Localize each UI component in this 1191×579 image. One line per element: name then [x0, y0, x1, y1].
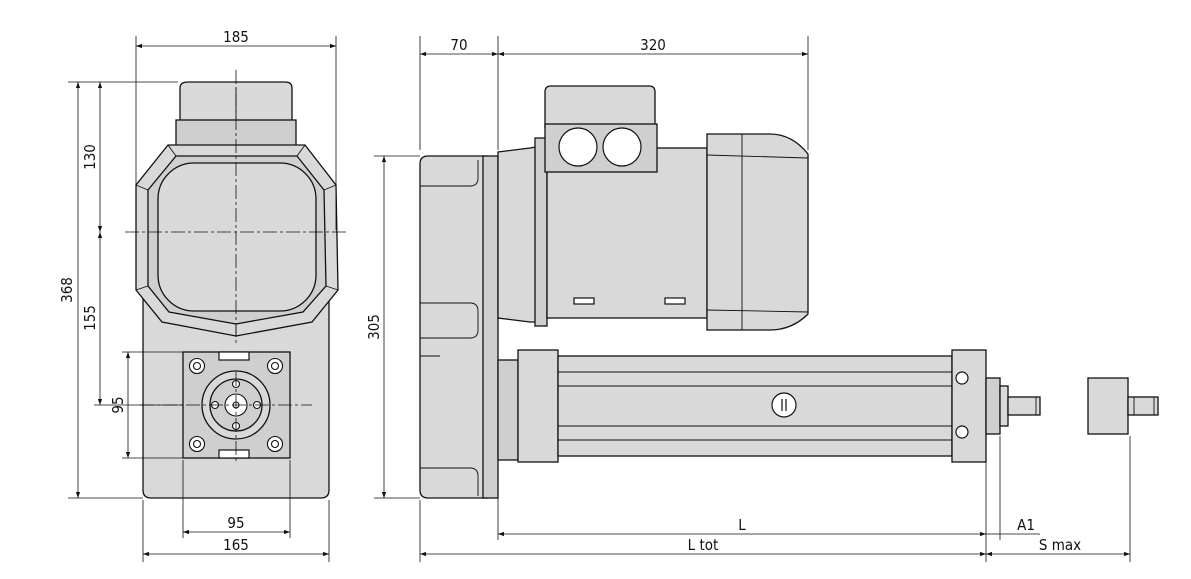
dim-max-stroke: S max [1039, 536, 1081, 554]
side-fan-cover [706, 133, 809, 331]
side-terminal-box [544, 85, 656, 129]
side-cable-gland [558, 127, 598, 167]
side-motor-stator [546, 147, 708, 319]
side-cable-gland [602, 127, 642, 167]
front-view [125, 70, 348, 499]
dim-height-middle: 155 [81, 305, 99, 331]
front-flange-key-bottom [218, 449, 250, 459]
side-gearbox [419, 155, 488, 499]
front-motor-face [157, 162, 317, 312]
dimension-lines [68, 36, 1131, 562]
side-actuator-head [517, 349, 559, 463]
dim-stroke-length: L [738, 516, 746, 534]
side-end-cap [951, 349, 987, 463]
dim-rod-offset: A1 [1017, 516, 1035, 534]
dim-side-height: 305 [365, 314, 383, 340]
dim-gear-depth: 70 [450, 36, 467, 54]
dimension-labels: 185 165 95 368 130 155 95 70 320 305 L L… [58, 28, 1081, 554]
dim-height-total: 368 [58, 277, 76, 303]
dim-flange-width: 95 [227, 514, 244, 532]
dim-total-length: L tot [688, 536, 719, 554]
dim-motor-length: 320 [640, 36, 666, 54]
side-view [419, 85, 1159, 499]
dim-height-upper: 130 [81, 144, 99, 170]
front-flange-key-top [218, 351, 250, 361]
side-rod-extended [1087, 377, 1129, 435]
dim-width-top: 185 [223, 28, 249, 46]
dim-width-bottom: 165 [223, 536, 249, 554]
side-actuator-tube [557, 355, 953, 457]
side-tube-screw [771, 392, 797, 418]
dim-flange-height: 95 [109, 396, 127, 413]
side-rod [1007, 396, 1041, 416]
